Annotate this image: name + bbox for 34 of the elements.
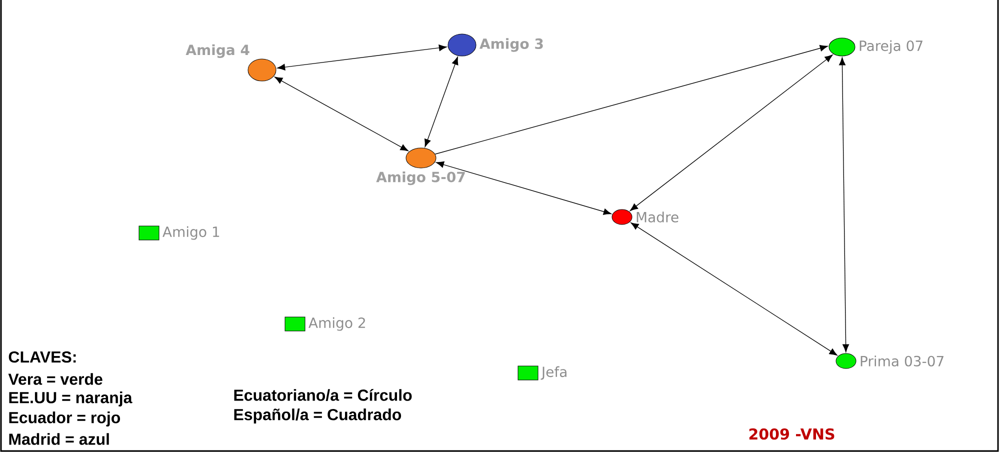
node-label: Amigo 1	[162, 226, 220, 240]
arrow	[839, 57, 850, 352]
circle-node: Amigo 5-07	[376, 148, 465, 186]
arrow	[630, 54, 833, 211]
node-label: Jefa	[540, 366, 566, 380]
arrow	[434, 45, 828, 154]
arrow	[436, 161, 612, 215]
arrow	[277, 44, 447, 70]
key-text: Español/a = Cuadrado	[234, 408, 402, 424]
circle-node: Amigo 3	[448, 34, 543, 56]
key-heading: CLAVES:	[8, 351, 76, 363]
circle-node: Madre	[612, 209, 678, 225]
square-node: Jefa	[518, 366, 566, 380]
arrow	[424, 56, 458, 148]
arrow	[630, 222, 838, 356]
node-label: Pareja 07	[860, 40, 922, 54]
key-text: Ecuador = rojo	[9, 412, 120, 426]
circle-node: Prima 03-07	[836, 353, 944, 369]
key-text: EE.UU = naranja	[9, 392, 132, 406]
arrow	[274, 76, 408, 152]
node-label: Amigo 3	[480, 38, 543, 52]
node-label: Prima 03-07	[860, 356, 944, 366]
circle-node: Pareja 07	[828, 38, 922, 56]
key-text: Ecuatoriano/a = Círculo	[234, 388, 412, 402]
key-text: Vera = verde	[8, 373, 102, 385]
square-node: Amigo 2	[284, 316, 365, 332]
signature-text: 2009 -VNS	[749, 428, 834, 440]
square-node: Amigo 1	[138, 226, 220, 240]
node-label: Amigo 2	[308, 317, 365, 331]
node-label: Amigo 5-07	[376, 171, 465, 186]
circle-node: Amiga 4	[186, 44, 276, 82]
node-label: Madre	[636, 212, 678, 222]
node-label: Amiga 4	[186, 44, 250, 58]
key-text: Madrid = azul	[9, 433, 109, 445]
